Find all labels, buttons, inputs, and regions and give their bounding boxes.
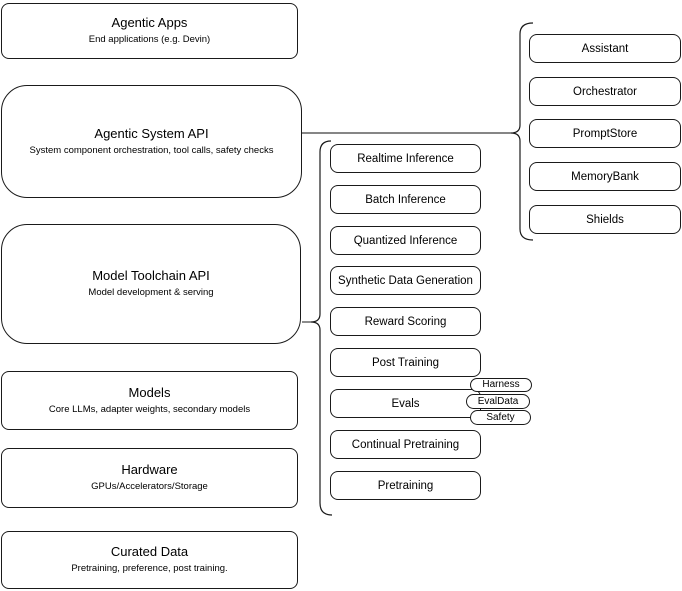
node-subtitle: Core LLMs, adapter weights, secondary mo… (48, 403, 251, 415)
node-realtime-inference: Realtime Inference (330, 144, 481, 173)
node-memorybank: MemoryBank (529, 162, 681, 191)
node-continual-pretraining: Continual Pretraining (330, 430, 481, 459)
node-quantized-inference: Quantized Inference (330, 226, 481, 255)
node-batch-inference: Batch Inference (330, 185, 481, 214)
node-title: Agentic System API (94, 125, 209, 141)
node-assistant: Assistant (529, 34, 681, 63)
pill-harness: Harness (470, 378, 532, 392)
node-subtitle: Pretraining, preference, post training. (71, 563, 228, 575)
node-title: Agentic Apps (111, 15, 188, 31)
node-agentic-apps: Agentic Apps End applications (e.g. Devi… (1, 3, 298, 59)
node-orchestrator: Orchestrator (529, 77, 681, 106)
node-subtitle: Model development & serving (88, 287, 214, 299)
node-title: Curated Data (110, 544, 189, 560)
node-agentic-system-api: Agentic System API System component orch… (1, 85, 302, 198)
node-subtitle: GPUs/Accelerators/Storage (91, 481, 208, 493)
toolchain-brace (310, 140, 333, 516)
node-post-training: Post Training (330, 348, 481, 377)
node-subtitle: System component orchestration, tool cal… (29, 144, 274, 156)
node-evals: Evals (330, 389, 481, 418)
pill-safety: Safety (470, 410, 531, 425)
node-subtitle: End applications (e.g. Devin) (88, 34, 211, 46)
node-shields: Shields (529, 205, 681, 234)
node-models: Models Core LLMs, adapter weights, secon… (1, 371, 298, 430)
node-model-toolchain-api: Model Toolchain API Model development & … (1, 224, 301, 344)
node-title: Model Toolchain API (92, 268, 210, 284)
node-curated-data: Curated Data Pretraining, preference, po… (1, 531, 298, 589)
node-promptstore: PromptStore (529, 119, 681, 148)
pill-evaldata: EvalData (466, 394, 530, 409)
node-reward-scoring: Reward Scoring (330, 307, 481, 336)
node-hardware: Hardware GPUs/Accelerators/Storage (1, 448, 298, 508)
node-title: Models (128, 384, 171, 400)
node-title: Hardware (121, 462, 178, 478)
node-pretraining: Pretraining (330, 471, 481, 500)
node-synthetic-data-generation: Synthetic Data Generation (330, 266, 481, 295)
